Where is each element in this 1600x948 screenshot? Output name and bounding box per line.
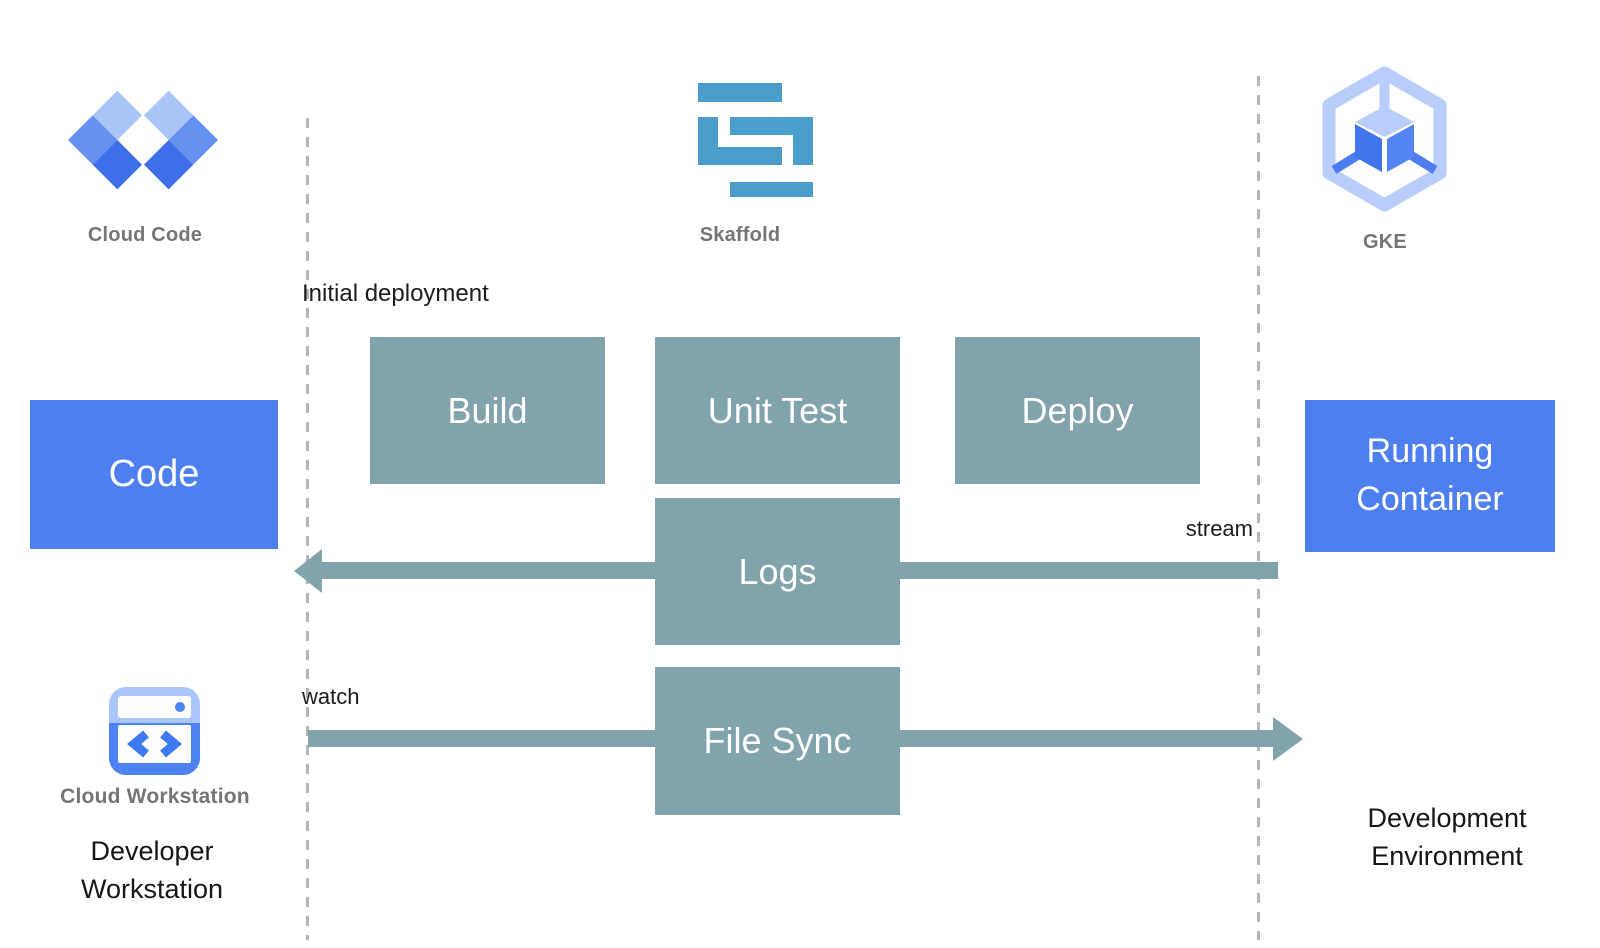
deploy-step-box: Deploy bbox=[955, 337, 1200, 484]
gke-label: GKE bbox=[1363, 231, 1407, 253]
unit-test-step-box: Unit Test bbox=[655, 337, 900, 484]
development-environment-caption: Development Environment bbox=[1367, 803, 1527, 871]
cloud-workstation-icon bbox=[109, 687, 200, 775]
running-container-node-box: Running Container bbox=[1305, 400, 1555, 552]
deploy-step-label: Deploy bbox=[1021, 389, 1134, 431]
file-sync-step-box: File Sync bbox=[655, 667, 900, 815]
developer-lane-divider bbox=[306, 118, 309, 940]
cloud-code-label: Cloud Code bbox=[87, 224, 203, 246]
cloud-code-icon bbox=[68, 90, 218, 190]
build-step-label: Build bbox=[447, 389, 528, 431]
running-container-label: Running Container bbox=[1356, 432, 1504, 518]
initial-deployment-label: Initial deployment bbox=[302, 280, 489, 307]
unit-test-step-label: Unit Test bbox=[707, 389, 848, 431]
logs-stream-arrow-head bbox=[294, 549, 322, 593]
environment-lane-divider bbox=[1257, 76, 1260, 940]
cloud-workstation-label: Cloud Workstation bbox=[60, 785, 250, 808]
build-step-box: Build bbox=[370, 337, 605, 484]
logs-step-box: Logs bbox=[655, 498, 900, 645]
stream-label: stream bbox=[1185, 516, 1253, 541]
file-sync-watch-arrow-head bbox=[1273, 717, 1303, 761]
code-node-box: Code bbox=[30, 400, 278, 549]
code-node-label: Code bbox=[108, 452, 200, 495]
skaffold-icon bbox=[698, 83, 813, 197]
logs-step-label: Logs bbox=[738, 550, 817, 592]
skaffold-label: Skaffold bbox=[699, 224, 781, 246]
developer-workstation-caption: Developer Workstation bbox=[80, 836, 224, 904]
watch-label: watch bbox=[302, 684, 360, 709]
gke-icon bbox=[1322, 66, 1447, 212]
file-sync-step-label: File Sync bbox=[703, 720, 852, 761]
